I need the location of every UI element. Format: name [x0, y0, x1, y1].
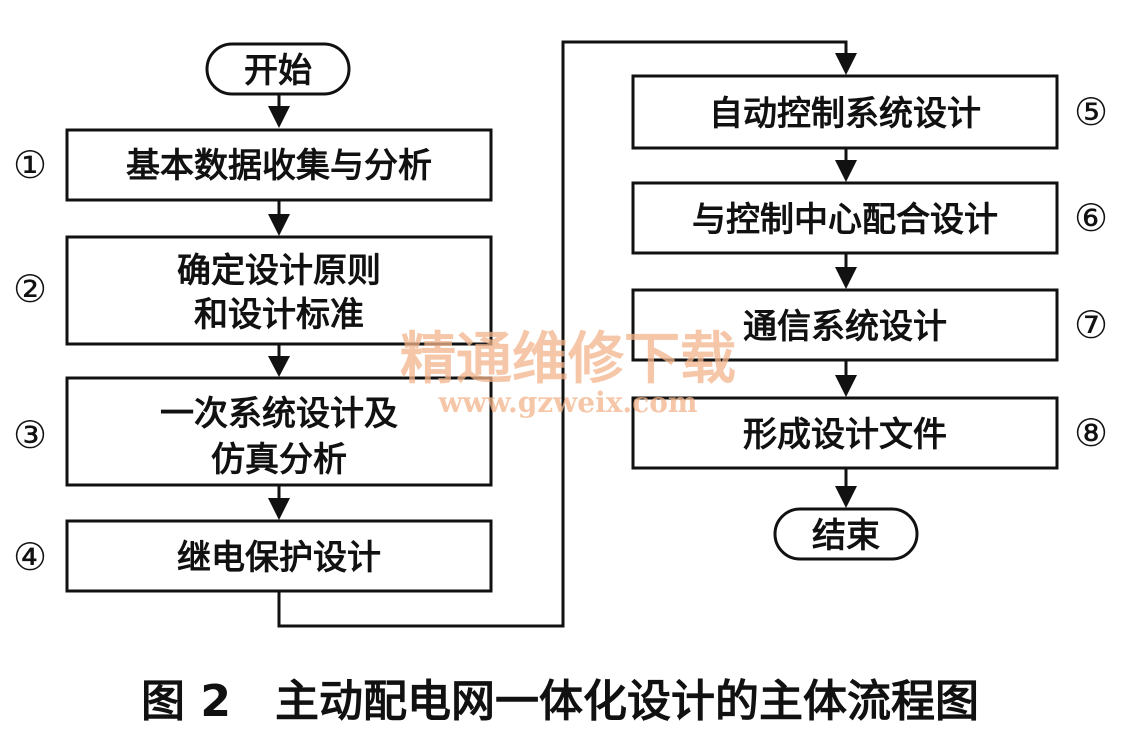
step-label: 基本数据收集与分析 — [126, 146, 432, 186]
step-number: ⑦ — [1074, 303, 1108, 347]
watermark-url: www.gzweix.com — [437, 386, 697, 419]
connector-step-7-to-step-8 — [835, 360, 857, 397]
step-7: 通信系统设计 ⑦ — [631, 288, 1108, 362]
step-3: ③ 一次系统设计及 仿真分析 — [13, 376, 493, 487]
end-node: 结束 — [773, 507, 919, 561]
step-8: 形成设计文件 ⑧ — [631, 396, 1108, 470]
step-label: 通信系统设计 — [743, 307, 947, 347]
step-number: ⑥ — [1074, 196, 1108, 240]
step-4: ④ 继电保护设计 — [13, 519, 493, 593]
connector-step-8-to-end — [835, 468, 857, 508]
step-1: ① 基本数据收集与分析 — [13, 128, 493, 202]
step-6: 与控制中心配合设计 ⑥ — [631, 181, 1108, 255]
step-number: ⑧ — [1074, 411, 1108, 455]
step-label: 自动控制系统设计 — [709, 94, 981, 134]
end-label: 结束 — [812, 516, 880, 556]
step-label-line-2: 和设计标准 — [194, 295, 364, 335]
connector-step-4-to-step-5 — [277, 40, 857, 628]
start-node: 开始 — [205, 42, 351, 96]
step-number: ④ — [13, 535, 47, 579]
start-label: 开始 — [244, 51, 312, 91]
step-5: 自动控制系统设计 ⑤ — [631, 74, 1108, 150]
watermark-title: 精通维修下载 — [400, 326, 736, 392]
step-2: ② 确定设计原则 和设计标准 — [13, 235, 493, 346]
step-number: ③ — [13, 413, 47, 457]
step-label: 继电保护设计 — [177, 538, 381, 578]
step-number: ⑤ — [1074, 90, 1108, 134]
connector-step-3-to-step-4 — [268, 485, 290, 520]
connector-step-2-to-step-3 — [268, 344, 290, 377]
figure-caption: 图 2 主动配电网一体化设计的主体流程图 — [141, 676, 979, 727]
connector-start-to-step-1 — [268, 94, 290, 128]
step-label-line-2: 仿真分析 — [211, 440, 347, 480]
connector-step-6-to-step-7 — [835, 253, 857, 289]
step-number: ① — [13, 143, 47, 187]
connector-step-1-to-step-2 — [268, 200, 290, 236]
connector-step-5-to-step-6 — [835, 148, 857, 182]
step-label-line-1: 一次系统设计及 — [160, 394, 398, 434]
step-label-line-1: 确定设计原则 — [177, 251, 381, 291]
step-label: 与控制中心配合设计 — [692, 200, 998, 240]
step-label: 形成设计文件 — [743, 415, 947, 455]
watermark: 精通维修下载 www.gzweix.com — [400, 326, 736, 419]
step-number: ② — [13, 267, 47, 311]
